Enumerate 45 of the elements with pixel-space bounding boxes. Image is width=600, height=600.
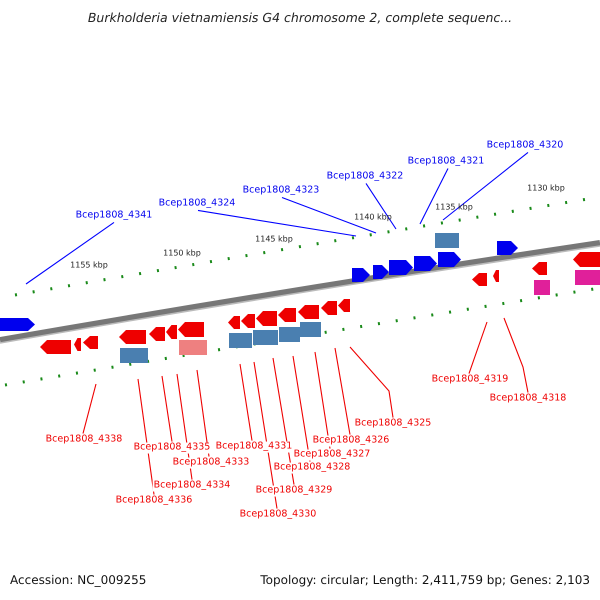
accession-text: Accession: NC_009255 [10,574,146,588]
gene-label: Bcep1808_4321 [406,156,486,168]
gene-label: Bcep1808_4334 [152,480,232,492]
leader-line [239,364,253,441]
gene-label: Bcep1808_4338 [44,434,124,446]
gene-label: Bcep1808_4322 [326,172,404,182]
leader-line [26,222,114,284]
gene-label: Bcep1808_4329 [254,486,334,496]
scale-label: 1155 kbp [70,260,108,270]
gene-label: Bcep1808_4323 [242,186,320,196]
leader-line [196,370,210,457]
gene-label: Bcep1808_4325 [354,418,432,430]
leader-line [82,384,97,434]
gene-label: Bcep1808_4324 [158,198,236,210]
leader-line [350,346,394,418]
gene-label: Bcep1808_4336 [114,496,194,506]
gene-label: Bcep1808_4333 [172,458,250,468]
leader-line [198,210,356,237]
gene-label: Bcep1808_4331 [214,442,294,452]
gene-label: Bcep1808_4328 [272,462,352,474]
gene-label: Bcep1808_4320 [486,140,564,152]
leader-line [282,196,376,234]
scale-label: 1130 kbp [527,183,565,193]
gene-label: Bcep1808_4326 [312,436,390,446]
gene-label: Bcep1808_4341 [74,210,154,222]
gene-label: Bcep1808_4319 [430,374,510,386]
leader-line [137,378,155,495]
leader-line [366,183,396,230]
map-title: Burkholderia vietnamiensis G4 chromosome 2, complete sequenc... [86,11,514,26]
leader-line [292,356,311,462]
gene-label: Bcep1808_4330 [238,510,318,520]
leader-line [314,352,331,449]
scale-label: 1135 kbp [435,202,473,212]
leader-line [161,376,173,442]
leader-line [334,348,351,435]
scale-label: 1150 kbp [163,248,201,258]
genome-info-text: Topology: circular; Length: 2,411,759 bp; Genes: 2,103 [260,574,590,588]
gene-label: Bcep1808_4318 [488,394,568,404]
gene-label: Bcep1808_4335 [132,442,212,454]
leader-line [468,322,488,374]
leader-line [442,152,528,220]
leader-line [503,318,529,393]
scale-label: 1145 kbp [255,234,293,244]
gene-label: Bcep1808_4327 [292,450,372,460]
leader-line [420,168,448,224]
